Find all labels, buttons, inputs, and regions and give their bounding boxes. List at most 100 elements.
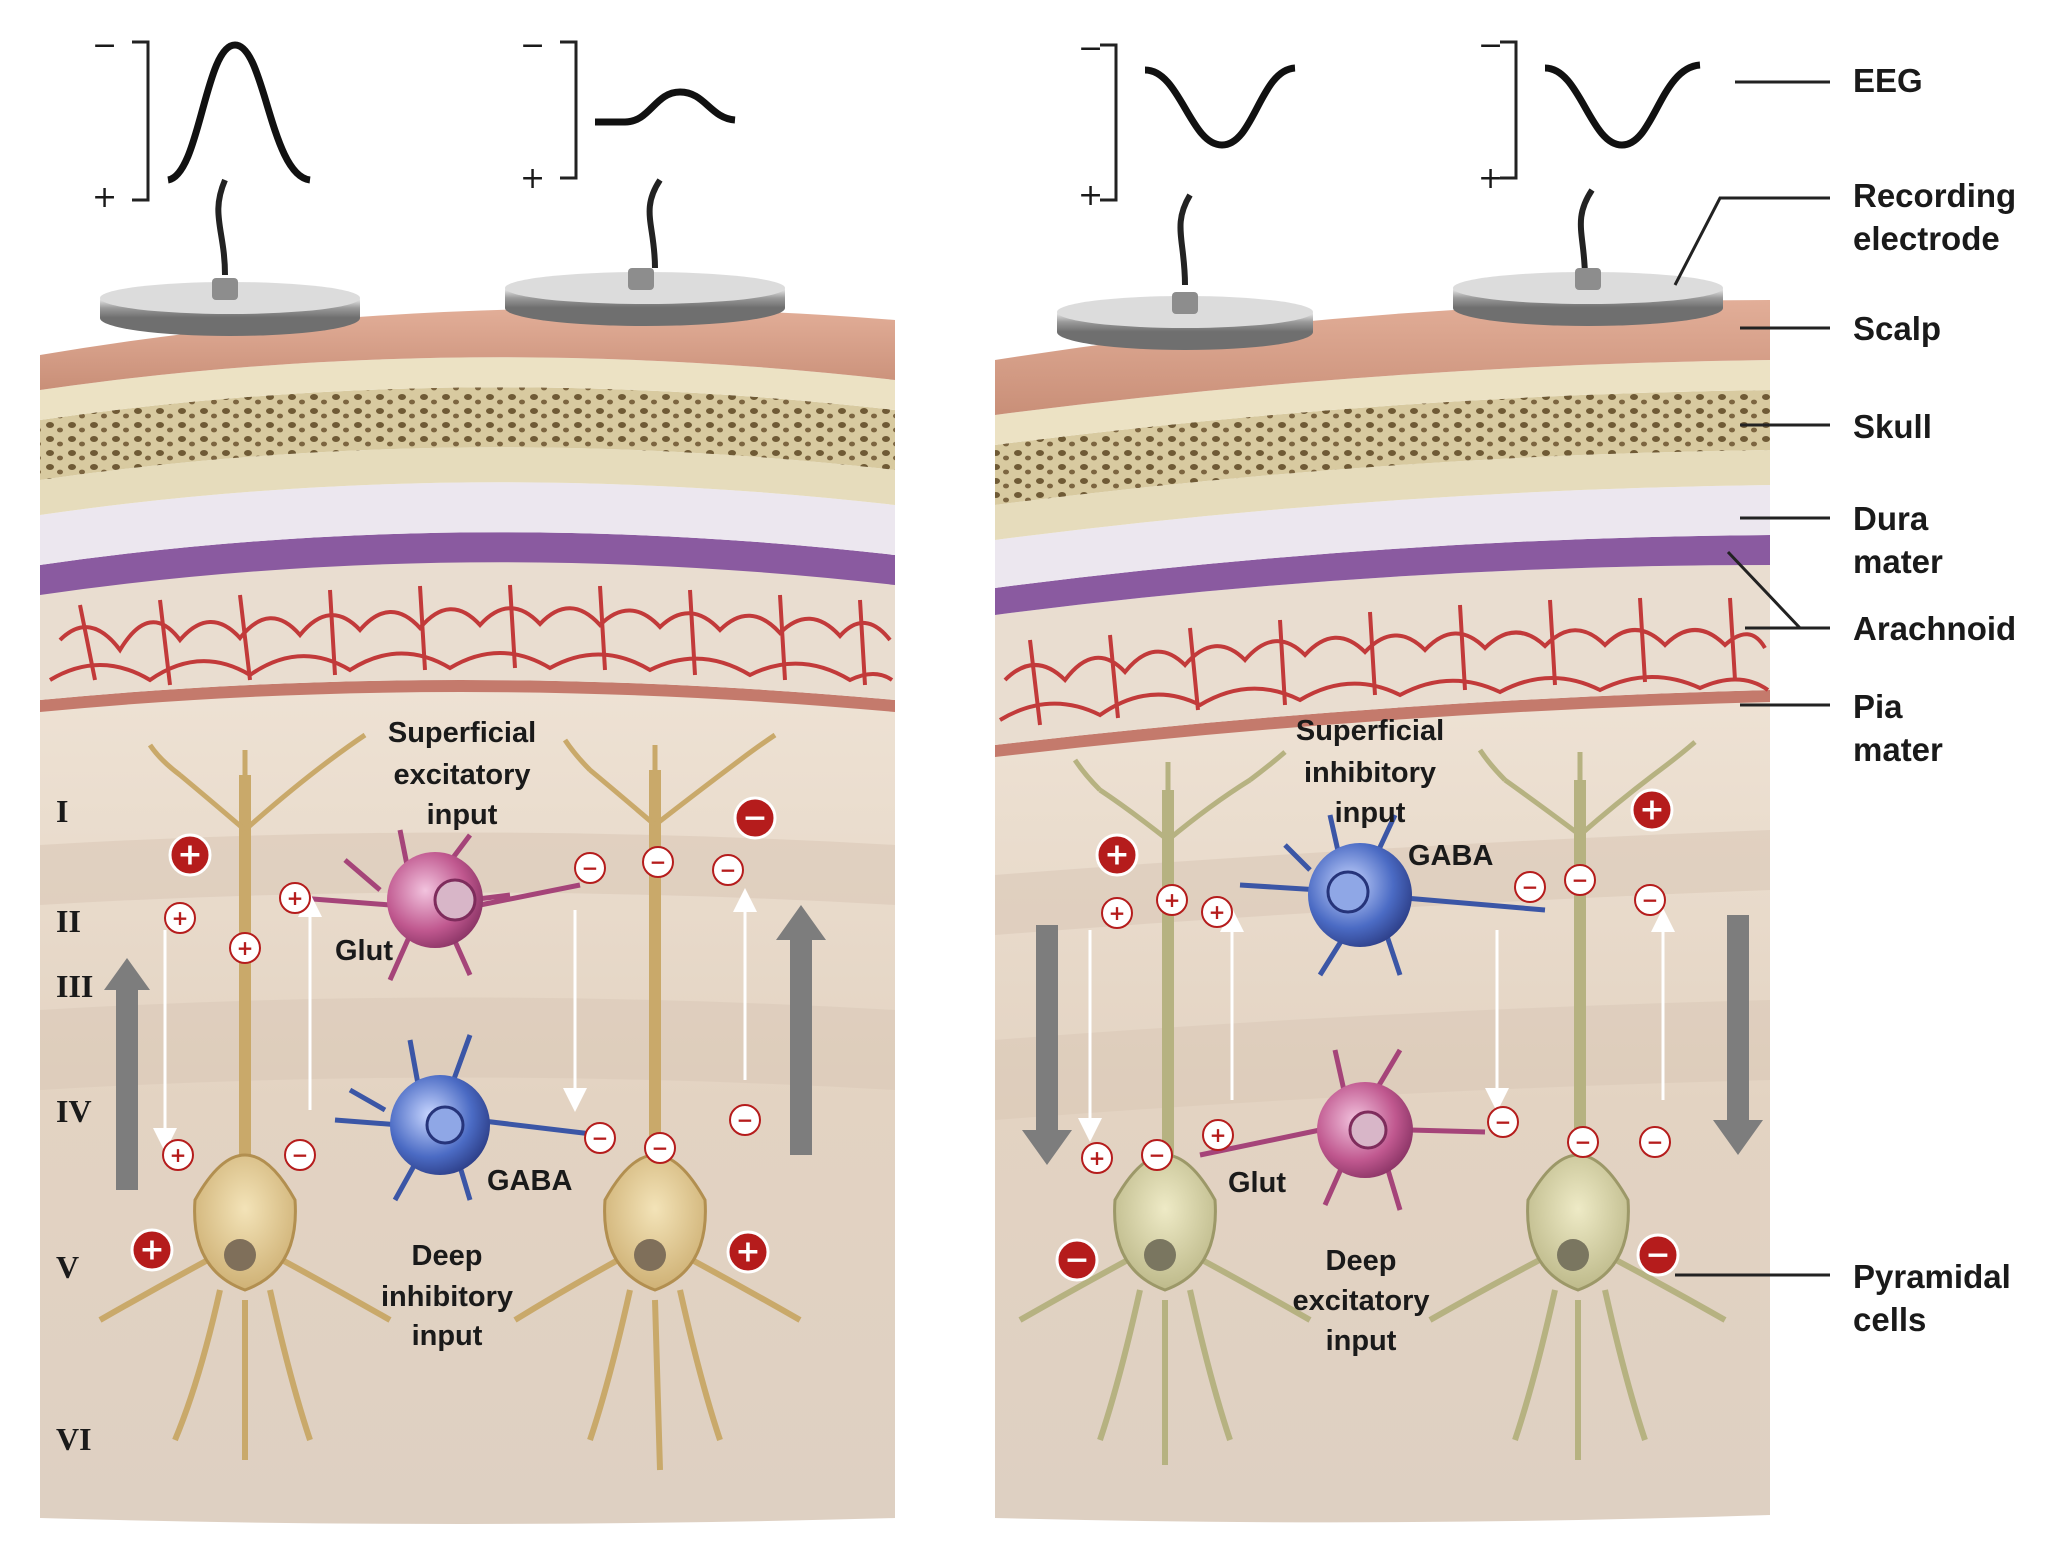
svg-text:−: − bbox=[1149, 1143, 1166, 1167]
small-minus: − bbox=[729, 1104, 761, 1136]
layer-label-iv: IV bbox=[56, 1093, 92, 1129]
right-local-current-loops bbox=[1078, 908, 1675, 1142]
svg-text:Superficial: Superficial bbox=[388, 717, 536, 749]
svg-text:−: − bbox=[582, 856, 599, 880]
electrode-leader-line bbox=[1673, 196, 1830, 286]
small-plus: + bbox=[1201, 896, 1233, 928]
right-small-charges: + + + + − + − − − − − − bbox=[1081, 864, 1671, 1174]
label-pia-2: mater bbox=[1853, 731, 1943, 768]
svg-text:Deep: Deep bbox=[412, 1240, 483, 1272]
big-plus: + bbox=[1630, 788, 1674, 832]
big-plus: + bbox=[168, 833, 212, 877]
right-large-charges: + + − − bbox=[1055, 788, 1680, 1282]
right-arachnoid-membrane bbox=[995, 535, 1770, 615]
layer-label-ii: II bbox=[56, 903, 81, 939]
big-plus: + bbox=[726, 1230, 770, 1274]
svg-text:+: + bbox=[177, 838, 202, 873]
small-plus: + bbox=[1101, 897, 1133, 929]
small-minus: − bbox=[574, 852, 606, 884]
svg-text:−: − bbox=[650, 850, 667, 874]
left-arachnoid-space bbox=[40, 552, 895, 700]
eeg-plus-label: + bbox=[92, 180, 117, 215]
svg-text:−: − bbox=[652, 1136, 669, 1160]
small-plus: + bbox=[1081, 1142, 1113, 1174]
label-dura-2: mater bbox=[1853, 543, 1943, 580]
right-scalp bbox=[995, 300, 1770, 415]
big-plus: + bbox=[130, 1228, 174, 1272]
big-minus: − bbox=[733, 796, 777, 840]
cortical-layer-labels: I II III IV V VI bbox=[56, 793, 93, 1457]
label-skull: Skull bbox=[1853, 408, 1932, 445]
left-current-arrow-up-2 bbox=[776, 905, 826, 1155]
small-minus: − bbox=[644, 1132, 676, 1164]
svg-text:inhibitory: inhibitory bbox=[1304, 757, 1436, 789]
right-bottom-transmitter-label: Glut bbox=[1228, 1167, 1286, 1199]
right-skull-inner bbox=[995, 450, 1770, 540]
label-eeg: EEG bbox=[1853, 62, 1923, 99]
eeg-minus-label: − bbox=[92, 28, 117, 63]
svg-text:−: − bbox=[720, 858, 737, 882]
svg-text:input: input bbox=[1335, 797, 1406, 829]
small-minus: − bbox=[284, 1139, 316, 1171]
anatomy-labels: EEG Recording electrode Scalp Skull Dura… bbox=[1853, 62, 2016, 1338]
label-dura-1: Dura bbox=[1853, 500, 1929, 537]
svg-text:+: + bbox=[1210, 1123, 1227, 1147]
svg-text:+: + bbox=[1104, 838, 1129, 873]
right-current-arrow-down-1 bbox=[1022, 925, 1072, 1165]
svg-text:input: input bbox=[1326, 1325, 1397, 1357]
eeg-minus-label: − bbox=[520, 28, 545, 63]
svg-text:excitatory: excitatory bbox=[1292, 1285, 1429, 1317]
left-skull-outer bbox=[40, 357, 895, 420]
right-skull-diploe bbox=[995, 390, 1770, 505]
small-minus: − bbox=[1567, 1126, 1599, 1158]
small-minus: − bbox=[1514, 871, 1546, 903]
svg-text:+: + bbox=[1209, 900, 1226, 924]
left-pyramidal-cell-1 bbox=[98, 732, 392, 1460]
right-pyramidal-cell-1 bbox=[1018, 750, 1312, 1465]
right-panel: − + − + bbox=[995, 28, 1770, 1523]
svg-text:−: − bbox=[592, 1126, 609, 1150]
left-top-input-label: Superficial excitatory input bbox=[388, 717, 536, 831]
right-gaba-neuron bbox=[1239, 813, 1546, 977]
small-minus: − bbox=[712, 854, 744, 886]
eeg-minus-label: − bbox=[1078, 31, 1103, 66]
left-bottom-transmitter-label: GABA bbox=[487, 1165, 572, 1197]
left-eeg-trace-2: − + bbox=[520, 28, 736, 196]
layer-label-iii: III bbox=[56, 968, 93, 1004]
big-minus: − bbox=[1636, 1233, 1680, 1277]
right-eeg-trace-1: − + bbox=[1078, 31, 1296, 213]
left-gaba-neuron bbox=[334, 1034, 601, 1202]
right-electrode-1 bbox=[1057, 193, 1313, 350]
right-top-input-label: Superficial inhibitory input bbox=[1296, 715, 1444, 829]
right-top-transmitter-label: GABA bbox=[1408, 840, 1493, 872]
svg-text:+: + bbox=[172, 906, 189, 930]
svg-text:−: − bbox=[1642, 888, 1659, 912]
small-minus: − bbox=[1487, 1106, 1519, 1138]
svg-text:−: − bbox=[1575, 1130, 1592, 1154]
right-dura bbox=[995, 485, 1770, 588]
small-minus: − bbox=[1564, 864, 1596, 896]
svg-text:−: − bbox=[1572, 868, 1589, 892]
left-large-charges: + − + + bbox=[130, 796, 777, 1274]
small-plus: + bbox=[1202, 1119, 1234, 1151]
label-recording-electrode-1: Recording bbox=[1853, 177, 2016, 214]
right-electrode-2 bbox=[1453, 188, 1723, 326]
svg-text:+: + bbox=[1089, 1146, 1106, 1170]
big-minus: − bbox=[1055, 1238, 1099, 1282]
eeg-plus-label: + bbox=[520, 161, 545, 196]
big-plus: + bbox=[1095, 833, 1139, 877]
small-minus: − bbox=[642, 846, 674, 878]
left-panel: − + − + bbox=[40, 28, 895, 1524]
svg-text:+: + bbox=[1109, 901, 1126, 925]
svg-text:−: − bbox=[1522, 875, 1539, 899]
svg-text:Superficial: Superficial bbox=[1296, 715, 1444, 747]
layer-label-v: V bbox=[56, 1249, 79, 1285]
left-electrode-2 bbox=[505, 178, 785, 326]
svg-text:inhibitory: inhibitory bbox=[381, 1281, 513, 1313]
svg-text:−: − bbox=[1645, 1238, 1670, 1273]
small-minus: − bbox=[1639, 1126, 1671, 1158]
small-minus: − bbox=[584, 1122, 616, 1154]
small-minus: − bbox=[1141, 1139, 1173, 1171]
svg-text:−: − bbox=[742, 801, 767, 836]
label-arachnoid: Arachnoid bbox=[1853, 610, 2016, 647]
